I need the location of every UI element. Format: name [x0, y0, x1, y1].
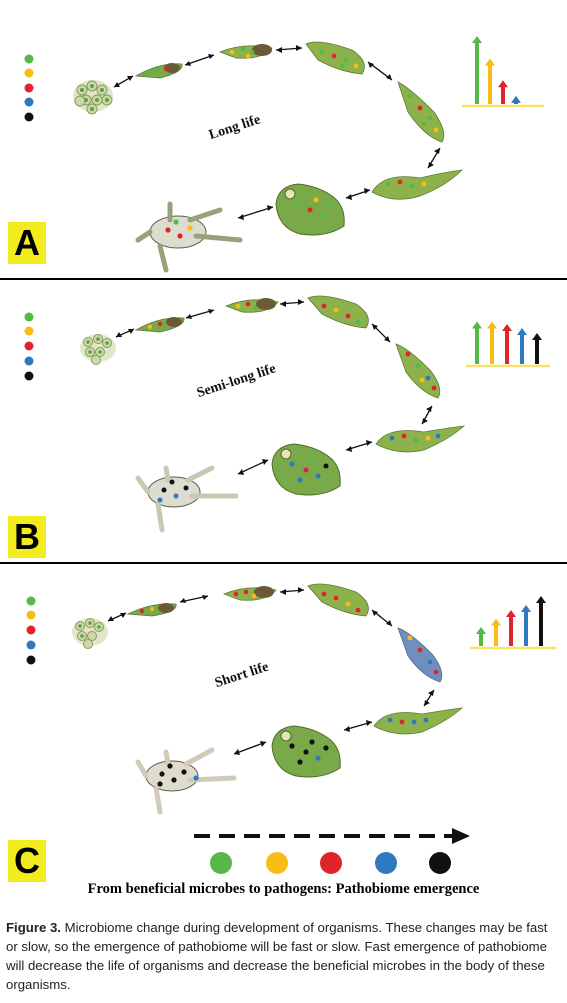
figure-label: Figure 3.: [6, 920, 61, 935]
bar-arrowhead-red: [498, 80, 508, 88]
panel-letter: C: [8, 840, 46, 882]
bar-arrowhead-black: [536, 596, 546, 603]
adult-frog: [275, 183, 345, 236]
bar-arrowhead-black: [532, 333, 542, 340]
figure-caption-text: Microbiome change during development of …: [6, 920, 548, 992]
panel-a: Long life A: [0, 0, 567, 278]
panel-divider: [0, 562, 567, 564]
bar-arrowhead-blue: [521, 605, 531, 612]
tadpole-stage-4: [397, 627, 443, 683]
froglet-stage: [371, 169, 464, 200]
tadpole-stage-2: [218, 44, 273, 59]
panel-c-diagram: [26, 583, 556, 874]
bar-arrow-black: [539, 602, 543, 646]
panel-c: Short life C: [0, 566, 567, 882]
legend-color-dots: [210, 852, 451, 874]
legend-dashed-arrow: [194, 828, 470, 844]
dead-frog: [135, 747, 237, 815]
egg-cluster: [72, 618, 108, 649]
bar-arrowhead-red: [502, 324, 512, 331]
bar-arrowhead-yellow: [491, 618, 501, 626]
panel-b: Semi-long life B: [0, 282, 567, 562]
tadpole-stage-3: [305, 41, 365, 75]
bar-arrow-yellow: [494, 624, 498, 646]
microbe-bar-arrows: [476, 596, 546, 646]
color-key: [26, 596, 36, 665]
bar-arrow-green: [475, 327, 479, 364]
adult-frog: [271, 725, 341, 778]
tadpole-stage-3: [307, 583, 369, 617]
bar-arrow-yellow: [488, 64, 492, 104]
bar-arrow-black: [535, 339, 539, 364]
bar-arrow-red: [501, 86, 505, 104]
panel-b-diagram: [24, 295, 550, 533]
egg-cluster: [73, 80, 113, 115]
dead-frog: [135, 465, 239, 533]
figure-caption: Figure 3. Microbiome change during devel…: [6, 918, 562, 994]
bar-arrowhead-yellow: [485, 58, 495, 66]
tadpole-stage-4: [397, 81, 445, 143]
tadpole-stage-2: [224, 298, 279, 313]
bar-arrowhead-green: [472, 36, 482, 43]
bar-arrow-green: [475, 42, 479, 104]
bar-arrowhead-red: [506, 610, 516, 617]
adult-frog: [271, 443, 341, 496]
tadpole-stage-1: [134, 63, 183, 79]
panel-letter: A: [8, 222, 46, 264]
tadpole-stage-4: [395, 343, 441, 399]
bar-arrow-blue: [524, 611, 528, 646]
tadpole-stage-1: [134, 317, 185, 333]
bar-arrow-blue: [520, 334, 524, 364]
legend-caption: From beneficial microbes to pathogens: P…: [87, 881, 480, 897]
bar-arrow-yellow: [490, 327, 494, 364]
bar-arrowhead-blue: [517, 328, 527, 335]
color-key: [24, 54, 34, 122]
panel-divider: [0, 278, 567, 280]
bar-arrowhead-green: [476, 627, 486, 634]
froglet-stage: [373, 707, 464, 735]
bar-arrow-green: [479, 633, 483, 646]
bar-arrowhead-blue: [511, 95, 521, 103]
panel-a-diagram: [24, 36, 544, 273]
bar-arrow-red: [509, 616, 513, 646]
tadpole-stage-3: [307, 295, 369, 329]
microbe-bar-arrows: [472, 36, 521, 104]
bar-arrowhead-green: [472, 321, 482, 329]
egg-cluster: [80, 334, 116, 365]
panel-letter: B: [8, 516, 46, 558]
dead-frog: [135, 201, 243, 273]
bar-arrowhead-yellow: [487, 321, 497, 329]
tadpole-stage-1: [126, 603, 177, 617]
color-key: [24, 312, 34, 381]
bar-arrow-blue: [514, 101, 518, 104]
froglet-stage: [375, 425, 466, 453]
tadpole-stage-2: [222, 586, 277, 601]
bar-arrow-red: [505, 330, 509, 364]
microbe-bar-arrows: [472, 321, 542, 364]
